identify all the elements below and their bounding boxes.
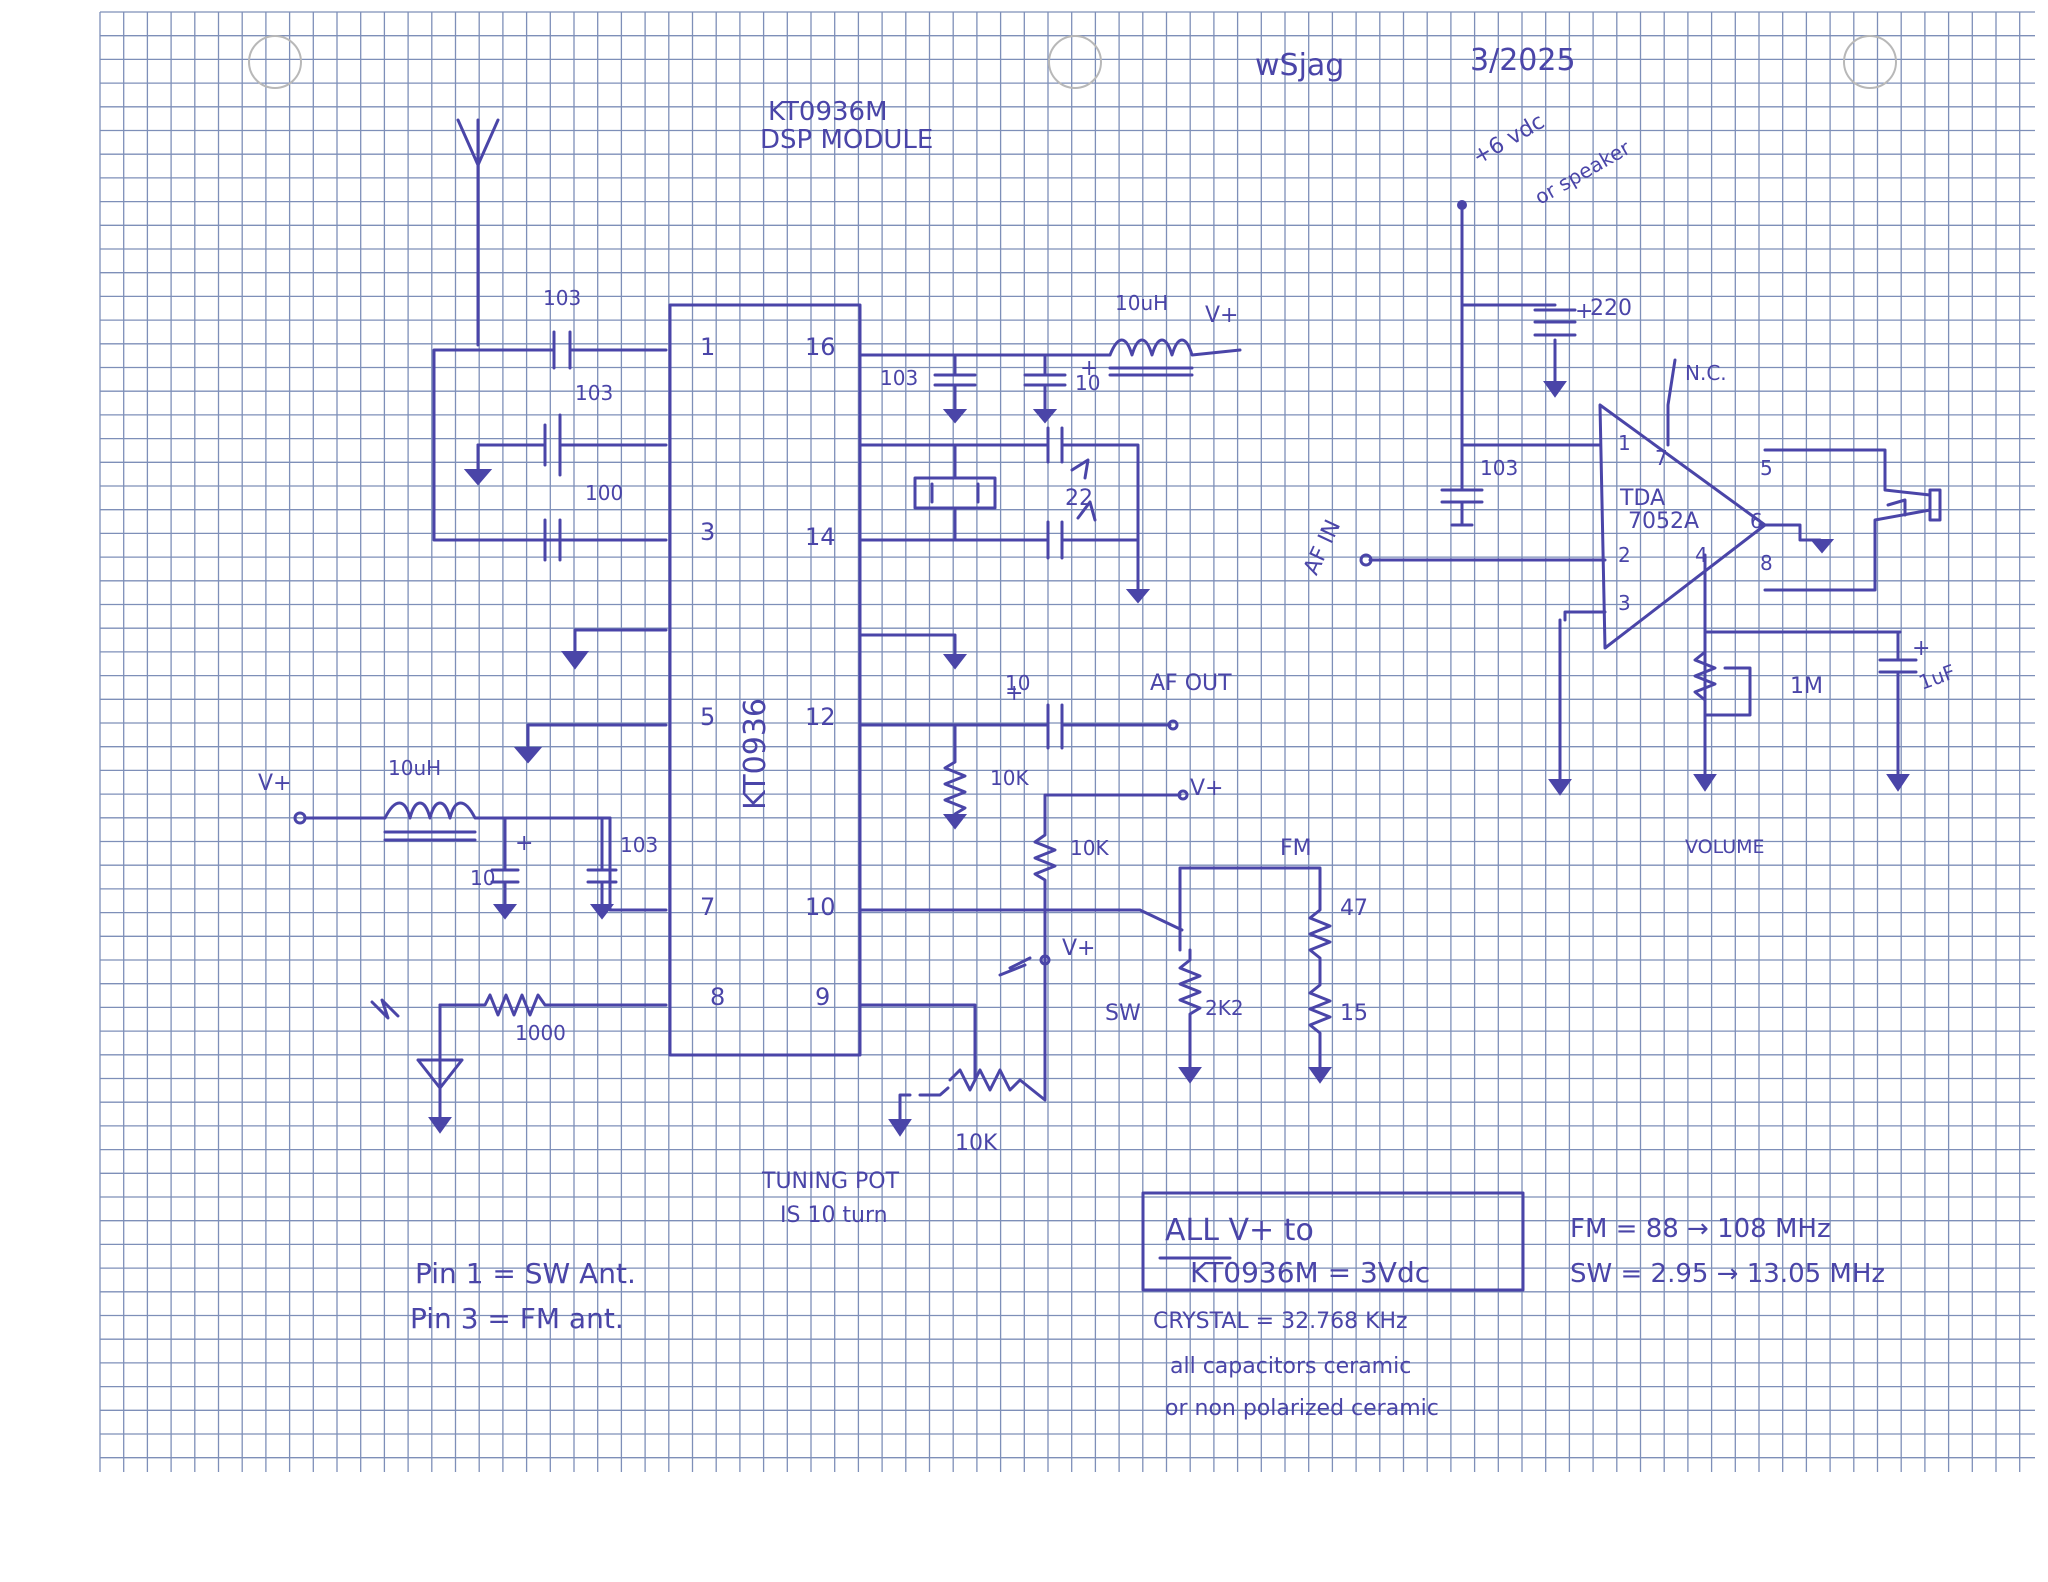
caps-note-1: all capacitors ceramic: [1170, 1354, 1411, 1379]
cap-22-label: 22: [1065, 486, 1093, 511]
af-out-label: AF OUT: [1150, 671, 1232, 696]
res-47-label: 47: [1340, 896, 1368, 921]
cap-10-top-label: 10: [1075, 371, 1100, 395]
tuning-note-2: IS 10 turn: [780, 1203, 888, 1228]
pot-10k-label: 10K: [955, 1131, 998, 1156]
vplus-top-label: V+: [1205, 303, 1238, 328]
volume-label: VOLUME: [1685, 836, 1765, 858]
kt0936-right-network: [858, 338, 1332, 1137]
pot-1m-label: 1M: [1790, 674, 1823, 699]
fm-label: FM: [1280, 836, 1312, 861]
svg-text:1: 1: [700, 333, 715, 361]
pin3-note: Pin 3 = FM ant.: [410, 1302, 624, 1335]
antenna-network: [432, 330, 668, 764]
res-10k-b-label: 10K: [1070, 836, 1109, 860]
cap-103-left-label: 103: [620, 833, 658, 857]
svg-text:3: 3: [700, 518, 715, 546]
svg-text:7: 7: [700, 893, 715, 921]
res-2k2-label: 2K2: [1205, 996, 1244, 1020]
vplus-left-label: V+: [258, 771, 291, 796]
left-supply-network: [293, 801, 668, 920]
cap-103-c-label: 103: [880, 366, 918, 390]
cap-103-label-a: 103: [543, 286, 581, 310]
res-15-label: 15: [1340, 1001, 1368, 1026]
kt0936-pin-labels: 1 16 3 14 5 12 7 10 8 9: [700, 333, 836, 1011]
plus-sign-left: +: [515, 831, 533, 856]
caps-note-2: or non polarized ceramic: [1165, 1396, 1439, 1421]
cap-10-af-label: 10: [1005, 671, 1030, 695]
author-label: wSjag: [1255, 48, 1344, 83]
amp-pin-labels: 1 7 2 4 3 5 6 8: [1618, 431, 1773, 615]
voltage-note-2: KT0936M = 3Vdc: [1190, 1256, 1430, 1289]
module-title-2: DSP MODULE: [760, 125, 933, 155]
amp-name-1: TDA: [1619, 486, 1665, 511]
cap-103-amp-label: 103: [1480, 456, 1518, 480]
plus-sign-220: +: [1575, 299, 1593, 324]
sw-range-note: SW = 2.95 → 13.05 MHz: [1570, 1259, 1885, 1289]
svg-text:2: 2: [1618, 543, 1631, 567]
amp-network: [1359, 200, 1942, 796]
vplus-sw-label: V+: [1062, 936, 1095, 961]
kt0936-ic-label: KT0936: [738, 698, 773, 810]
inductor-top-label: 10uH: [1115, 291, 1168, 315]
svg-text:7: 7: [1655, 446, 1668, 470]
fm-range-note: FM = 88 → 108 MHz: [1570, 1214, 1831, 1244]
antenna-symbol: [456, 118, 500, 347]
svg-text:14: 14: [805, 523, 836, 551]
voltage-note-box: [1141, 1191, 1525, 1292]
kt0936-ic-body: [668, 303, 862, 1057]
svg-text:4: 4: [1695, 543, 1708, 567]
plus-sign-top: +: [1080, 356, 1098, 381]
led-network: [370, 993, 668, 1134]
date-label: 3/2025: [1470, 43, 1576, 78]
cap-220-label: 220: [1590, 296, 1632, 321]
sw-label: SW: [1105, 1001, 1141, 1026]
nc-label: N.C.: [1685, 361, 1727, 385]
crystal-note: CRYSTAL = 32.768 KHz: [1153, 1309, 1408, 1334]
af-in-label: AF IN: [1299, 516, 1346, 579]
svg-text:1: 1: [1618, 431, 1631, 455]
pin1-note: Pin 1 = SW Ant.: [415, 1257, 636, 1290]
svg-text:12: 12: [805, 703, 836, 731]
plus-sign-1uf: +: [1912, 636, 1930, 661]
plus-sign-af: +: [1005, 681, 1023, 706]
svg-text:6: 6: [1750, 509, 1763, 533]
inductor-left-label: 10uH: [388, 756, 441, 780]
svg-text:8: 8: [1760, 551, 1773, 575]
voltage-note-1: ALL V+ to: [1165, 1213, 1314, 1248]
module-title-1: KT0936M: [768, 97, 888, 127]
svg-text:5: 5: [700, 703, 715, 731]
amp-name-2: 7052A: [1628, 509, 1699, 534]
svg-text:16: 16: [805, 333, 836, 361]
binder-holes: [248, 35, 1897, 89]
graph-paper-grid: [99, 11, 2035, 1472]
cap-103-label-b: 103: [575, 381, 613, 405]
res-1000-label: 1000: [515, 1021, 566, 1045]
svg-text:10: 10: [805, 893, 836, 921]
tuning-note-1: TUNING POT: [761, 1169, 900, 1194]
vplus-mid-label: V+: [1190, 776, 1223, 801]
supply-label: +6 vdc: [1469, 109, 1549, 170]
svg-text:3: 3: [1618, 591, 1631, 615]
svg-text:5: 5: [1760, 456, 1773, 480]
res-10k-a-label: 10K: [990, 766, 1029, 790]
svg-text:9: 9: [815, 983, 830, 1011]
svg-text:8: 8: [710, 983, 725, 1011]
cap-100-label: 100: [585, 481, 623, 505]
cap-10-left-label: 10: [470, 866, 495, 890]
cap-1uf-label: 1uF: [1916, 660, 1959, 695]
